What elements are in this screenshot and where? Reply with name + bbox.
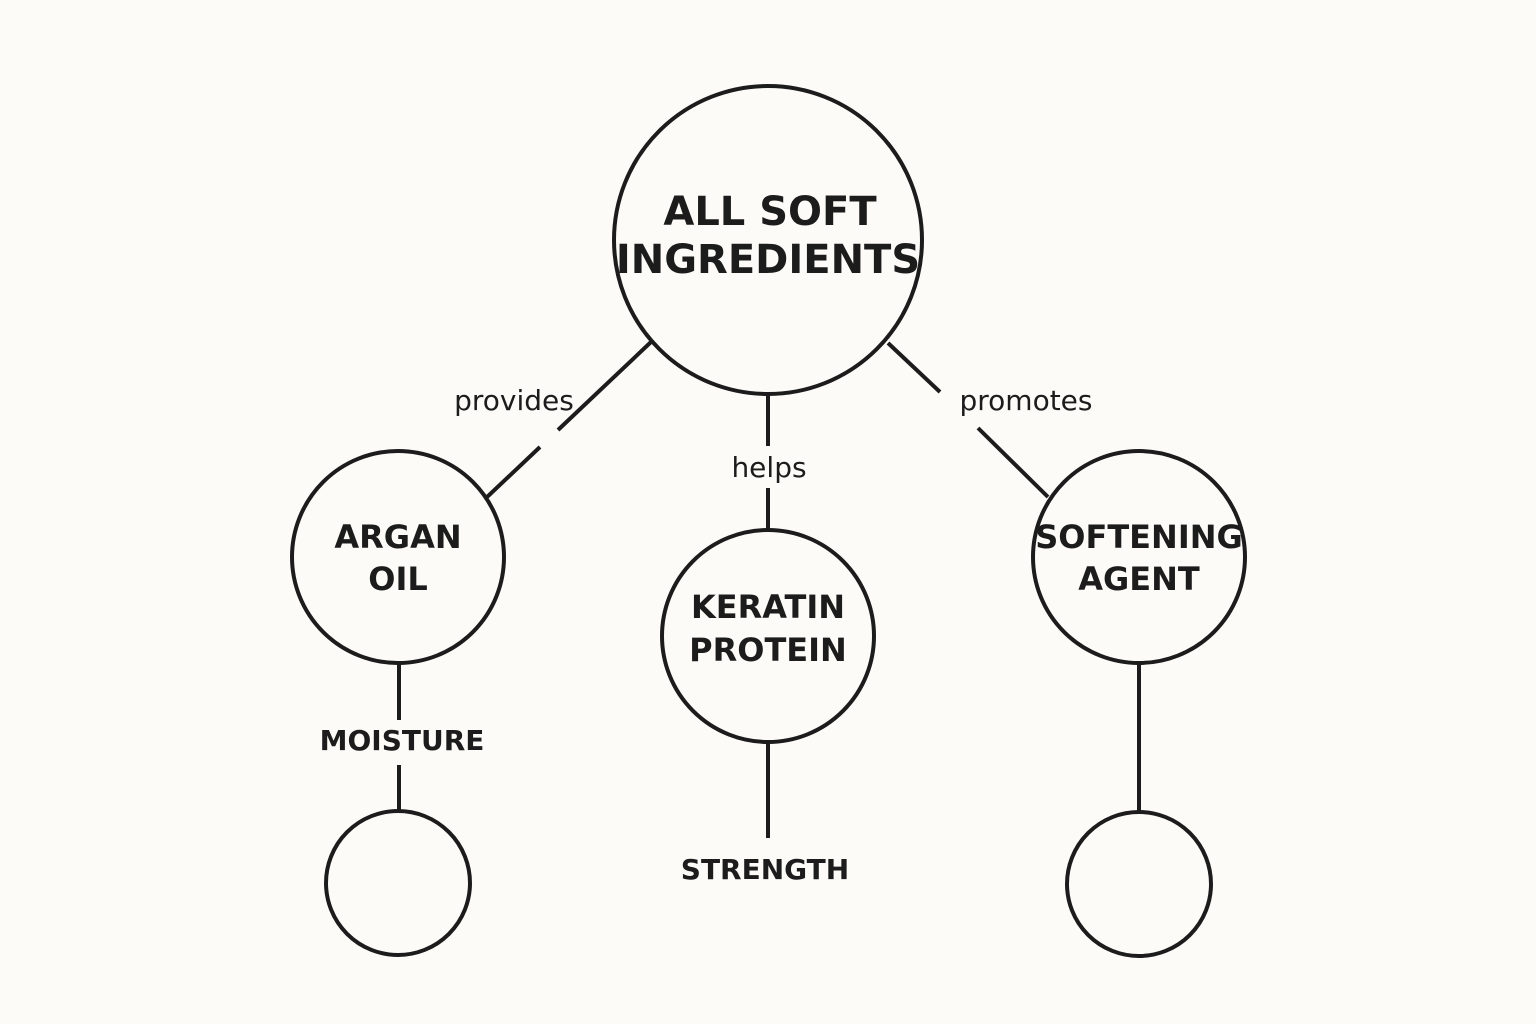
- keratin-protein-label-line2: PROTEIN: [689, 631, 847, 669]
- edge-label-promotes: promotes: [960, 384, 1093, 417]
- edge-root-to-argan-lower: [484, 445, 542, 500]
- argan-oil-node-circle: [290, 449, 506, 665]
- keratin-protein-label-line1: KERATIN: [691, 588, 845, 626]
- keratin-protein-node: KERATIN PROTEIN: [660, 528, 876, 744]
- root-node-label-line2: INGREDIENTS: [616, 237, 920, 283]
- argan-oil-label-line1: ARGAN: [334, 518, 461, 556]
- moisture-leaf-circle: [324, 809, 472, 957]
- root-node-label-line1: ALL SOFT: [663, 189, 877, 235]
- edge-label-provides: provides: [454, 384, 574, 417]
- keratin-protein-node-circle: [660, 528, 876, 744]
- softening-agent-node-circle: [1031, 449, 1247, 665]
- argan-oil-label-line2: OIL: [368, 560, 428, 598]
- root-node-circle: [612, 84, 924, 396]
- edge-root-to-softening-upper: [886, 341, 942, 394]
- edge-root-to-softening-lower: [976, 426, 1050, 499]
- softening-agent-node: SOFTENING AGENT: [1031, 449, 1247, 665]
- moisture-label: MOISTURE: [320, 724, 485, 757]
- root-node: ALL SOFT INGREDIENTS: [612, 84, 924, 396]
- edge-root-to-argan-upper: [556, 340, 653, 432]
- strength-label: STRENGTH: [681, 853, 849, 886]
- softening-agent-label-line1: SOFTENING: [1035, 518, 1243, 556]
- softening-agent-label-line2: AGENT: [1078, 560, 1200, 598]
- argan-oil-node: ARGAN OIL: [290, 449, 506, 665]
- edge-label-helps: helps: [731, 451, 806, 484]
- softening-leaf-circle: [1065, 810, 1213, 958]
